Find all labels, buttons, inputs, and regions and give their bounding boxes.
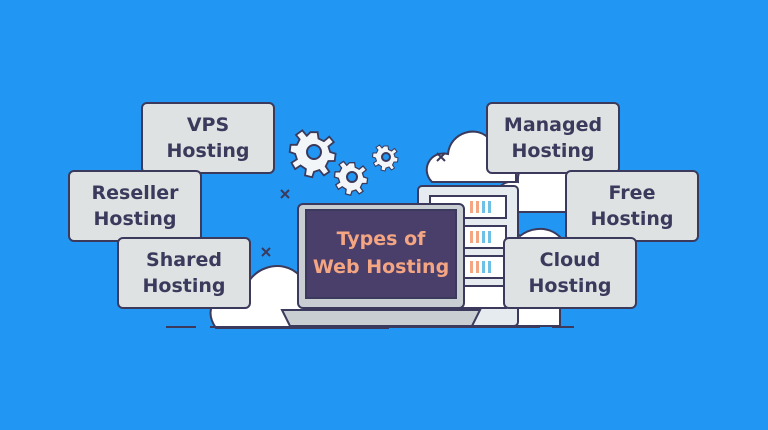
card-cloud-hosting: Cloud Hosting: [503, 237, 637, 309]
gear-icon: [371, 144, 399, 172]
card-line-1: Reseller: [91, 182, 179, 204]
title-line-2: Web Hosting: [312, 256, 450, 278]
card-line-2: Hosting: [511, 140, 595, 162]
card-free-hosting: Free Hosting: [565, 170, 699, 242]
card-line-1: Free: [608, 182, 656, 204]
laptop-icon: [280, 203, 482, 327]
card-line-1: Managed: [503, 114, 603, 136]
card-managed-hosting: Managed Hosting: [486, 102, 620, 174]
gear-icon: [333, 160, 369, 196]
card-line-2: Hosting: [528, 275, 612, 297]
cross-sparkle-icon: [261, 152, 446, 257]
card-line-2: Hosting: [93, 208, 177, 230]
title-line-1: Types of: [336, 228, 426, 250]
gear-icon: [288, 129, 337, 179]
screen-title: Types of Web Hosting: [306, 210, 456, 296]
card-line-2: Hosting: [166, 140, 250, 162]
card-line-1: Cloud: [539, 249, 601, 271]
card-shared-hosting: Shared Hosting: [117, 237, 251, 309]
card-line-2: Hosting: [590, 208, 674, 230]
card-line-2: Hosting: [142, 275, 226, 297]
card-line-1: Shared: [146, 249, 222, 271]
card-reseller-hosting: Reseller Hosting: [68, 170, 202, 242]
card-line-1: VPS: [186, 114, 230, 136]
card-vps-hosting: VPS Hosting: [141, 102, 275, 174]
